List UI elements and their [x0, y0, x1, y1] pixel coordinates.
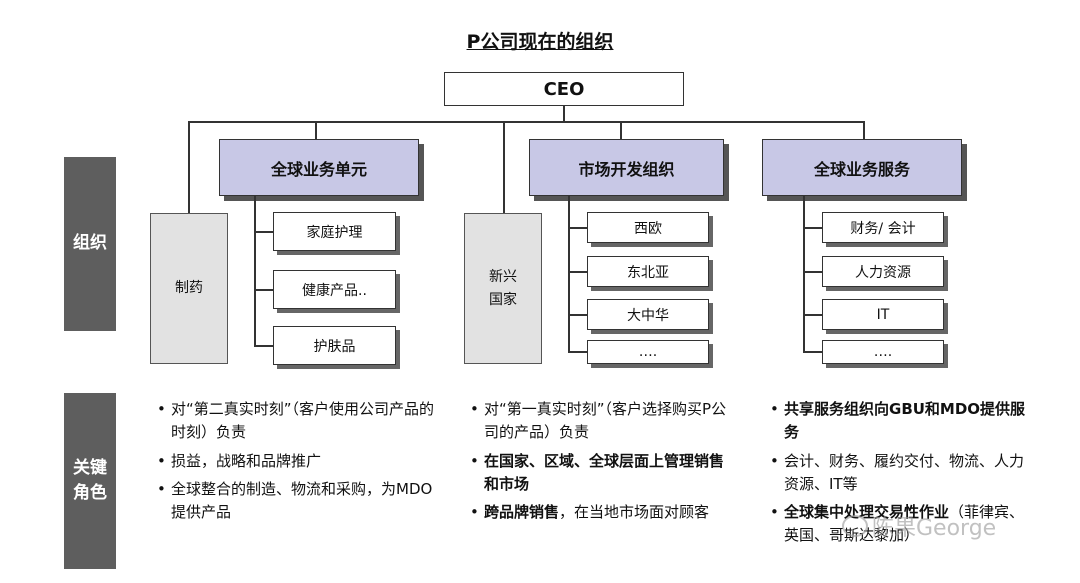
wechat-icon: [842, 515, 868, 537]
side-box-pharma: 制药: [150, 213, 228, 364]
role-item: 共享服务组织向GBU和MDO提供服务: [784, 400, 1026, 442]
connector: [803, 196, 805, 352]
connector: [188, 121, 190, 214]
roles-column-mdo: •对“第一真实时刻”（客户选择购买P公司的产品）负责 •在国家、区域、全球层面上…: [470, 398, 735, 529]
connector: [803, 271, 823, 273]
connector: [568, 227, 588, 229]
unit-gbs: 全球业务服务: [762, 139, 962, 196]
side-label-org: 组织: [64, 157, 116, 331]
role-item: 跨品牌销售，在当地市场面对顾客: [484, 503, 710, 521]
connector: [568, 351, 588, 353]
sub-box: 财务/ 会计: [822, 212, 944, 243]
connector: [315, 121, 317, 139]
unit-gbu: 全球业务单元: [219, 139, 419, 196]
role-item: 损益，战略和品牌推广: [171, 451, 322, 470]
role-item: 会计、财务、履约交付、物流、人力资源、IT等: [784, 451, 1025, 493]
sub-box: 东北亚: [587, 256, 709, 287]
unit-mdo: 市场开发组织: [529, 139, 724, 196]
page-title: P公司现在的组织: [466, 31, 614, 53]
connector: [568, 196, 570, 352]
sub-box: ….: [587, 340, 709, 364]
side-box-emerging: 新兴 国家: [464, 213, 542, 364]
connector: [188, 121, 865, 123]
connector: [563, 106, 565, 122]
connector: [620, 121, 622, 139]
connector: [803, 351, 823, 353]
connector: [803, 227, 823, 229]
sub-box: 护肤品: [273, 326, 396, 365]
role-item: 全球整合的制造、物流和采购，为MDO提供产品: [171, 479, 433, 521]
sub-box: IT: [822, 299, 944, 330]
role-item: 对“第一真实时刻”（客户选择购买P公司的产品）负责: [484, 400, 727, 442]
connector: [254, 289, 274, 291]
connector: [254, 196, 256, 346]
connector: [568, 271, 588, 273]
role-item: 对“第二真实时刻”（客户使用公司产品的时刻）负责: [171, 400, 435, 442]
roles-column-gbu: •对“第二真实时刻”（客户使用公司产品的时刻）负责 •损益，战略和品牌推广 •全…: [157, 398, 447, 529]
sub-box: ….: [822, 340, 944, 364]
sub-box: 家庭护理: [273, 212, 396, 251]
connector: [803, 314, 823, 316]
side-label-roles: 关键 角色: [64, 393, 116, 569]
connector: [254, 345, 274, 347]
sub-box: 大中华: [587, 299, 709, 330]
sub-box: 西欧: [587, 212, 709, 243]
role-item: 在国家、区域、全球层面上管理销售和市场: [484, 451, 725, 493]
sub-box: 健康产品..: [273, 270, 396, 309]
sub-box: 人力资源: [822, 256, 944, 287]
connector: [254, 231, 274, 233]
watermark: 陈果George: [842, 510, 996, 542]
connector: [503, 121, 505, 214]
connector: [568, 314, 588, 316]
ceo-box: CEO: [444, 72, 684, 106]
connector: [863, 121, 865, 139]
